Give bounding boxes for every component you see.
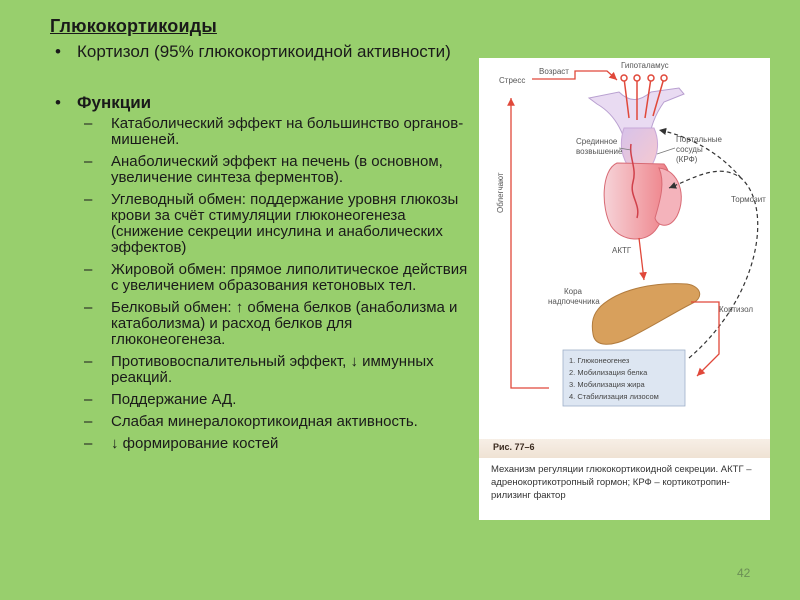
function-text: Слабая минералокортикоидная активность.	[111, 413, 418, 430]
effects-box	[562, 349, 686, 407]
function-item: –Поддержание АД.	[84, 391, 237, 408]
function-item: –Белковый обмен: ↑ обмена белков (анабол…	[84, 299, 458, 348]
facilitate-arrow	[507, 98, 549, 389]
effect-item: 1. Глюконеогенез	[569, 356, 630, 365]
hypothalamic-neurons	[620, 74, 668, 120]
regulation-figure: Стресс Возраст Гипоталамус Облегчают Сре…	[479, 58, 770, 520]
effect-item: 2. Мобилизация белка	[569, 368, 648, 377]
stress-age-arrow	[532, 70, 618, 81]
function-item: –Углеводный обмен: поддержание уровня гл…	[84, 191, 459, 256]
function-text: Катаболический эффект на большинство орг…	[111, 115, 464, 148]
figure-number-bar: Рис. 77–6	[479, 439, 770, 458]
function-text: Противовоспалительный эффект, ↓ иммунных…	[111, 353, 434, 386]
figure-caption: Механизм регуляции глюкокортикоидной сек…	[491, 464, 752, 501]
label-cortisol: Кортизол	[719, 305, 753, 314]
inhibit-feedback-arrow	[668, 170, 759, 359]
portal-vessel	[629, 143, 639, 219]
function-text: Углеводный обмен: поддержание уровня глю…	[111, 191, 459, 256]
median-eminence-leader	[618, 147, 632, 151]
bullet-cortisol-text: Кортизол (95% глюкокортикоидной активнос…	[77, 42, 451, 61]
function-item: –Катаболический эффект на большинство ор…	[84, 115, 464, 148]
function-item: –Анаболический эффект на печень (в основ…	[84, 153, 443, 186]
label-age: Возраст	[539, 67, 569, 76]
bullet-dot: •	[55, 42, 61, 61]
adrenal-cortex-shape	[591, 283, 701, 345]
label-acth: АКТГ	[612, 246, 632, 255]
label-portal-3: (КРФ)	[676, 155, 698, 164]
function-item: –Жировой обмен: прямое липолитическое де…	[84, 261, 468, 294]
label-hypothalamus: Гипоталамус	[621, 61, 669, 70]
function-text: Жировой обмен: прямое липолитическое дей…	[111, 261, 468, 294]
label-portal-1: Портальные	[676, 135, 723, 144]
effect-item: 4. Стабилизация лизосом	[569, 392, 659, 401]
function-text: ↓ формирование костей	[111, 435, 279, 452]
slide-title: Глюкокортикоиды	[50, 16, 217, 36]
figure-number: Рис. 77–6	[493, 442, 535, 452]
bullet-functions: • Функции	[55, 93, 455, 112]
portal-leader	[656, 147, 676, 155]
function-item: –↓ формирование костей	[84, 435, 279, 452]
bullet-functions-text: Функции	[77, 93, 152, 112]
effect-item: 3. Мобилизация жира	[569, 380, 646, 389]
label-cortex-2: надпочечника	[548, 297, 600, 306]
label-inhibit: Тормозит	[731, 195, 766, 204]
function-item: –Противовоспалительный эффект, ↓ иммунны…	[84, 353, 434, 386]
label-median-eminence-1: Срединное	[576, 137, 618, 146]
function-item: –Слабая минералокортикоидная активность.	[84, 413, 418, 430]
page-number: 42	[737, 566, 751, 580]
function-text: Анаболический эффект на печень (в основн…	[111, 153, 443, 186]
functions-list: –Катаболический эффект на большинство ор…	[80, 116, 470, 458]
function-text: Поддержание АД.	[111, 391, 237, 408]
bullet-cortisol: • Кортизол (95% глюкокортикоидной активн…	[55, 42, 455, 61]
regulation-diagram: Стресс Возраст Гипоталамус Облегчают Сре…	[496, 61, 766, 407]
label-median-eminence-2: возвышение	[576, 147, 623, 156]
bullet-dot: •	[55, 93, 61, 112]
label-facilitate: Облегчают	[496, 172, 505, 213]
acth-arrow	[638, 237, 647, 281]
cortisol-arrow	[691, 301, 720, 377]
label-stress: Стресс	[499, 76, 525, 85]
function-text: Белковый обмен: ↑ обмена белков (анаболи…	[111, 299, 458, 348]
label-portal-2: сосуды	[676, 145, 703, 154]
label-cortex-1: Кора	[564, 287, 583, 296]
